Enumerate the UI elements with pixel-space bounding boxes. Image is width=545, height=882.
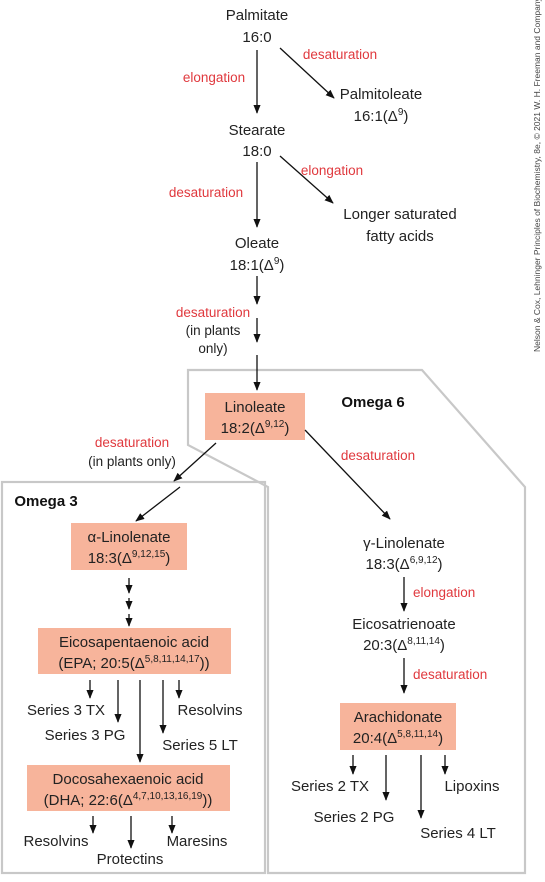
linoleate-name: Linoleate [225,399,286,416]
product-resolvins-epa: Resolvins [177,702,242,719]
pathway-arrows [86,47,449,849]
product-maresins: Maresins [167,833,228,850]
step-desaturation-eicosatrienoate: desaturation [413,667,487,682]
omega3-label: Omega 3 [14,493,77,510]
epa-formula: (EPA; 20:5(Δ5,8,11,14,17)) [58,654,209,672]
eicosatrienoate-name: Eicosatrienoate [352,616,455,633]
linoleate-box [205,393,305,440]
omega6-label: Omega 6 [341,394,404,411]
note-in-plants-only-inline: (in plants only) [88,454,176,469]
dha-box [27,765,230,811]
longer-fatty-acids-line1: Longer saturated [343,206,456,223]
gamma-linolenate-formula: 18:3(Δ6,9,12) [365,555,442,573]
palmitoleate-name: Palmitoleate [340,86,423,103]
product-series2-tx: Series 2 TX [291,778,369,795]
oleate-formula: 18:1(Δ9) [230,256,285,274]
epa-name: Eicosapentaenoic acid [59,634,209,651]
product-series5-lt: Series 5 LT [162,737,238,754]
note-in-plants-line2: only) [198,341,227,356]
product-series3-tx: Series 3 TX [27,702,105,719]
palmitate-name: Palmitate [226,7,289,24]
step-desaturation-linoleate-omega3: desaturation [95,435,169,450]
step-elongation-palmitate: elongation [183,70,245,85]
note-in-plants-line1: (in plants [186,323,241,338]
product-lipoxins: Lipoxins [444,778,499,795]
arachidonate-box [340,703,456,750]
omega6-frame [186,368,527,875]
linoleate-formula: 18:2(Δ9,12) [221,419,290,437]
step-desaturation-stearate: desaturation [169,185,243,200]
palmitate-formula: 16:0 [242,29,271,46]
gamma-linolenate-name: γ-Linolenate [363,535,445,552]
dha-name: Docosahexaenoic acid [53,771,204,788]
stearate-formula: 18:0 [242,143,271,160]
alpha-linolenate-formula: 18:3(Δ9,12,15) [88,549,171,567]
arachidonate-formula: 20:4(Δ5,8,11,14) [353,729,443,747]
step-desaturation-palmitate: desaturation [303,47,377,62]
copyright-credit: Nelson & Cox, Lehninger Principles of Bi… [532,0,542,352]
epa-box [38,628,231,674]
step-elongation-gamma: elongation [413,585,475,600]
dha-formula: (DHA; 22:6(Δ4,7,10,13,16,19)) [44,791,213,809]
step-elongation-stearate: elongation [301,163,363,178]
alpha-linolenate-box [71,523,187,570]
omega3-frame [0,480,267,875]
product-protectins: Protectins [97,851,164,868]
arachidonate-name: Arachidonate [354,709,442,726]
product-resolvins-dha: Resolvins [23,833,88,850]
step-desaturation-oleate: desaturation [176,305,250,320]
alpha-linolenate-name: α-Linolenate [88,529,171,546]
eicosatrienoate-formula: 20:3(Δ8,11,14) [363,636,445,654]
longer-fatty-acids-line2: fatty acids [366,228,434,245]
oleate-name: Oleate [235,235,279,252]
step-desaturation-linoleate-omega6: desaturation [341,448,415,463]
palmitoleate-formula: 16:1(Δ9) [354,107,409,125]
product-series4-lt: Series 4 LT [420,825,496,842]
product-series2-pg: Series 2 PG [314,809,395,826]
stearate-name: Stearate [229,122,286,139]
product-series3-pg: Series 3 PG [45,727,126,744]
